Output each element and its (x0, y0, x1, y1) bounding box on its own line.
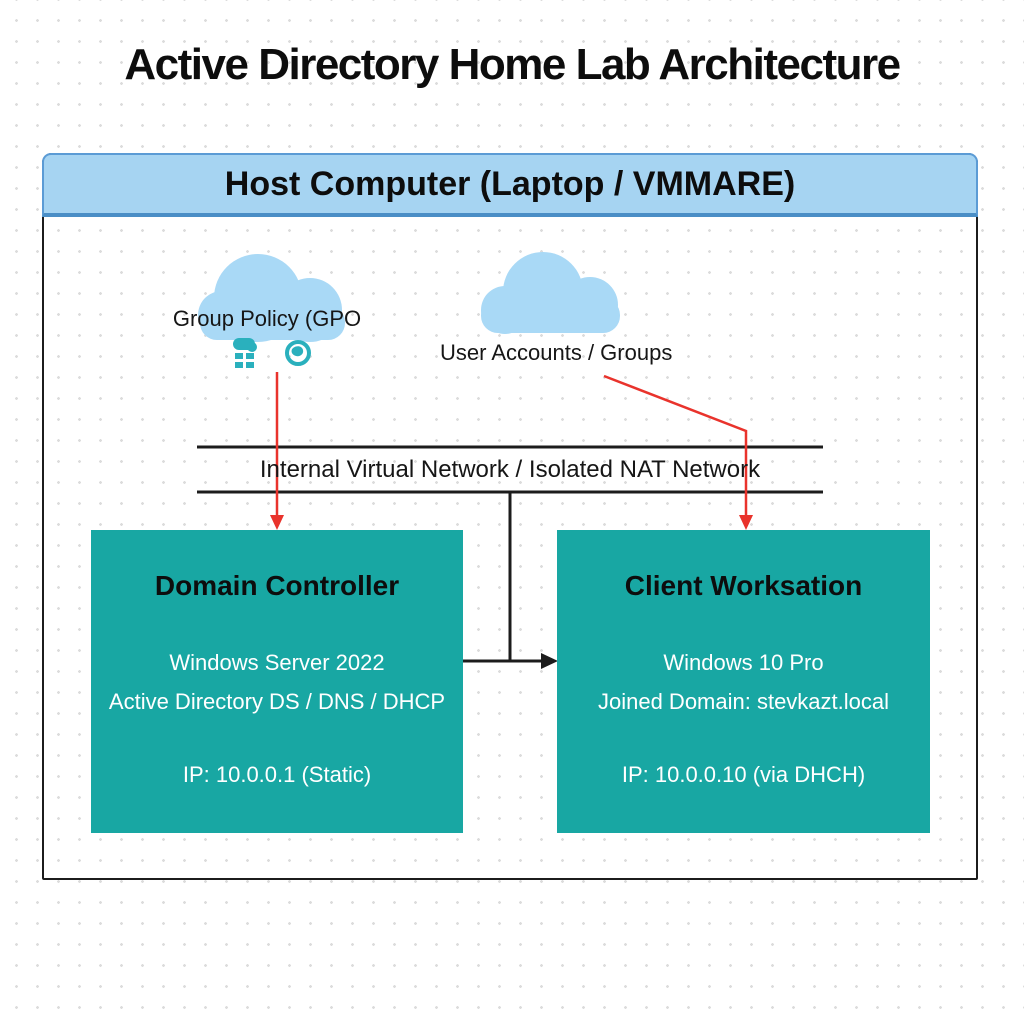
globe-icon (285, 340, 311, 366)
network-label: Internal Virtual Network / Isolated NAT … (259, 456, 761, 483)
users-to-client-arrowhead (739, 515, 753, 530)
domain-controller-node: Domain Controller Windows Server 2022 Ac… (91, 530, 463, 833)
gpo-to-dc-arrowhead (270, 515, 284, 530)
client-workstation-domain: Joined Domain: stevkazt.local (597, 689, 890, 714)
gpo-cloud-icon (198, 254, 345, 342)
gpo-blocks-icon (233, 338, 257, 368)
domain-controller-title: Domain Controller (154, 570, 400, 601)
client-workstation-node: Client Worksation Windows 10 Pro Joined … (557, 530, 930, 833)
host-computer-label: Host Computer (Laptop / VMMARE) (224, 164, 796, 203)
users-cloud-icon (481, 252, 620, 334)
client-workstation-title: Client Worksation (624, 570, 863, 601)
client-workstation-os: Windows 10 Pro (663, 650, 824, 675)
domain-controller-roles: Active Directory DS / DNS / DHCP (108, 689, 446, 714)
users-to-client-arrow-line (603, 374, 748, 516)
host-computer-header: Host Computer (Laptop / VMMARE) (42, 153, 978, 217)
domain-controller-ip: IP: 10.0.0.1 (Static) (182, 762, 372, 787)
users-cloud-label: User Accounts / Groups (440, 340, 673, 365)
domain-controller-os: Windows Server 2022 (169, 650, 385, 675)
gpo-cloud-label: Group Policy (GPO (172, 306, 362, 331)
dc-to-client-arrowhead (541, 653, 558, 669)
page-title: Active Directory Home Lab Architecture (124, 40, 901, 89)
client-workstation-ip: IP: 10.0.0.10 (via DHCH) (621, 762, 866, 787)
